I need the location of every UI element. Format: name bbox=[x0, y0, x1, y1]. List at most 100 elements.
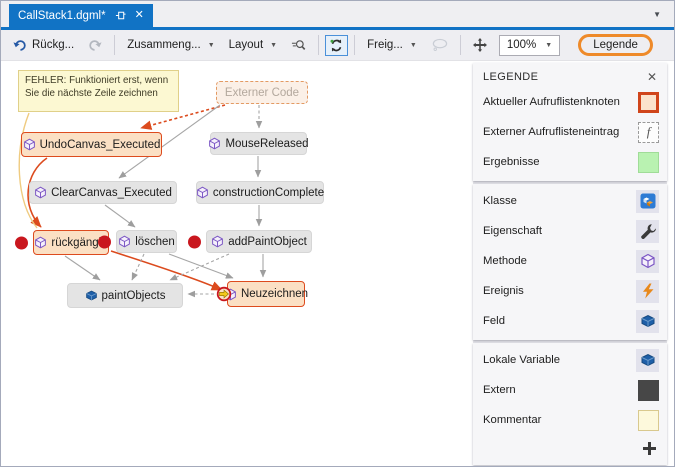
legend-item[interactable]: Feld bbox=[473, 306, 667, 336]
property-icon bbox=[636, 219, 659, 243]
current-node-swatch bbox=[638, 91, 659, 113]
node-constructioncomplete[interactable]: constructionComplete bbox=[196, 181, 324, 204]
legend-item[interactable]: Kommentar bbox=[473, 405, 667, 435]
comment-flag-button[interactable] bbox=[425, 34, 454, 56]
node-mousereleased[interactable]: MouseReleased bbox=[209, 132, 309, 155]
diagram-canvas[interactable]: FEHLER: Funktioniert erst, wenn Sie die … bbox=[1, 61, 674, 466]
legend-item[interactable]: Extern bbox=[473, 375, 667, 405]
comment-swatch bbox=[638, 409, 659, 431]
node-label: MouseReleased bbox=[225, 137, 309, 150]
node-neuzeichnen[interactable]: Neuzeichnen bbox=[216, 281, 309, 307]
legend-item-label: Feld bbox=[483, 315, 505, 327]
field-icon bbox=[636, 309, 659, 333]
comment-node[interactable]: FEHLER: Funktioniert erst, wenn Sie die … bbox=[18, 70, 179, 112]
legend-item[interactable]: Externer Aufruflisteneintrag f bbox=[473, 117, 667, 147]
edge-rueckgaengig-to-paintobjects bbox=[64, 255, 101, 281]
node-paintobjects[interactable]: paintObjects bbox=[67, 283, 183, 308]
legend-item-label: Extern bbox=[483, 384, 516, 396]
legend-item[interactable]: Klasse bbox=[473, 186, 667, 216]
toolbar-separator bbox=[114, 35, 116, 55]
plus-icon bbox=[643, 442, 656, 455]
chevron-down-icon: ▼ bbox=[545, 41, 553, 49]
node-label: constructionComplete bbox=[212, 186, 325, 199]
edge-loeschen-to-paintobjects bbox=[131, 253, 145, 281]
node-externer-code[interactable]: Externer Code bbox=[216, 81, 308, 104]
legend-item[interactable]: Aktueller Aufruflistenknoten bbox=[473, 87, 667, 117]
tab-title: CallStack1.dgml* bbox=[18, 9, 106, 22]
magnifier-icon bbox=[291, 38, 306, 52]
legend-item[interactable]: Eigenschaft bbox=[473, 216, 667, 246]
breakpoint-icon bbox=[15, 236, 28, 249]
method-icon bbox=[636, 249, 659, 273]
legend-item-label: Ergebnisse bbox=[483, 156, 540, 168]
legend-item[interactable]: Methode bbox=[473, 246, 667, 276]
toolbar: Rückg... Zusammeng... ▼ Layout ▼ Freig..… bbox=[1, 30, 674, 61]
breakpoint-icon bbox=[98, 235, 111, 248]
tab-accent-bar bbox=[1, 27, 674, 30]
results-swatch bbox=[638, 151, 659, 173]
edge-loeschen-to-neuzeichnen bbox=[168, 253, 234, 279]
summarize-label: Zusammeng... bbox=[127, 39, 201, 51]
legend-item[interactable]: Lokale Variable bbox=[473, 345, 667, 375]
event-icon bbox=[636, 279, 659, 303]
sync-button[interactable] bbox=[325, 34, 349, 56]
tab-list-chevron-icon[interactable]: ▼ bbox=[653, 10, 661, 19]
breakpoint-icon bbox=[188, 235, 201, 248]
node-label: Neuzeichnen bbox=[240, 288, 309, 300]
node-clearcanvas-executed[interactable]: ClearCanvas_Executed bbox=[29, 181, 177, 204]
node-label: paintObjects bbox=[101, 289, 166, 302]
legend-item-label: Eigenschaft bbox=[483, 225, 543, 237]
external-entry-swatch: f bbox=[638, 121, 659, 143]
share-dropdown[interactable]: Freig... ▼ bbox=[361, 35, 423, 55]
method-icon bbox=[34, 186, 47, 199]
legend-item[interactable]: Ergebnisse bbox=[473, 147, 667, 177]
summarize-dropdown[interactable]: Zusammeng... ▼ bbox=[121, 35, 220, 55]
close-icon[interactable]: ✕ bbox=[134, 9, 144, 21]
zoom-level-select[interactable]: 100% ▼ bbox=[498, 34, 561, 56]
layout-label: Layout bbox=[228, 39, 264, 51]
method-icon bbox=[196, 186, 209, 199]
legend-item[interactable]: Ereignis bbox=[473, 276, 667, 306]
node-label: addPaintObject bbox=[228, 235, 307, 248]
edge-clearcanvas-executed-to-loeschen bbox=[104, 204, 136, 228]
pan-button[interactable] bbox=[467, 34, 493, 56]
layout-dropdown[interactable]: Layout ▼ bbox=[223, 35, 283, 55]
node-undocanvas-executed[interactable]: UndoCanvas_Executed bbox=[21, 132, 162, 157]
legend-title: LEGENDE bbox=[483, 71, 539, 83]
node-label: löschen bbox=[135, 235, 175, 248]
current-statement-icon bbox=[216, 286, 232, 302]
node-loeschen[interactable]: löschen bbox=[98, 230, 177, 253]
method-icon bbox=[118, 235, 131, 248]
chevron-down-icon: ▼ bbox=[270, 41, 278, 49]
toolbar-separator bbox=[354, 35, 356, 55]
legend-item-label: Kommentar bbox=[483, 414, 542, 426]
legend-item-label: Lokale Variable bbox=[483, 354, 561, 366]
legend-item-label: Externer Aufruflisteneintrag bbox=[483, 126, 620, 138]
edge-addpaintobject-to-paintobjects bbox=[169, 253, 230, 281]
node-label: Externer Code bbox=[224, 86, 300, 99]
extern-swatch bbox=[638, 379, 659, 401]
node-addpaintobject[interactable]: addPaintObject bbox=[188, 230, 312, 253]
node-label: rückgängig bbox=[51, 236, 108, 249]
undo-button[interactable]: Rückg... bbox=[7, 34, 80, 56]
sync-icon bbox=[329, 38, 344, 53]
thought-bubble-icon bbox=[431, 38, 448, 52]
method-icon bbox=[211, 235, 224, 248]
edge-comment-to-rueckgaengig bbox=[18, 112, 38, 229]
pin-icon[interactable] bbox=[115, 10, 126, 21]
node-label: UndoCanvas_Executed bbox=[39, 138, 161, 151]
zoom-find-button[interactable] bbox=[285, 34, 312, 56]
add-legend-item-button[interactable] bbox=[642, 441, 657, 459]
redo-icon bbox=[88, 38, 102, 52]
tab-strip: CallStack1.dgml* ✕ ▼ bbox=[1, 1, 674, 27]
tab-callstack1[interactable]: CallStack1.dgml* ✕ bbox=[9, 4, 153, 27]
redo-button[interactable] bbox=[82, 34, 108, 56]
move-icon bbox=[472, 38, 487, 52]
legend-toggle-button[interactable]: Legende bbox=[578, 34, 653, 56]
legend-close-icon[interactable]: ✕ bbox=[646, 70, 657, 84]
legend-item-label: Aktueller Aufruflistenknoten bbox=[483, 96, 620, 108]
